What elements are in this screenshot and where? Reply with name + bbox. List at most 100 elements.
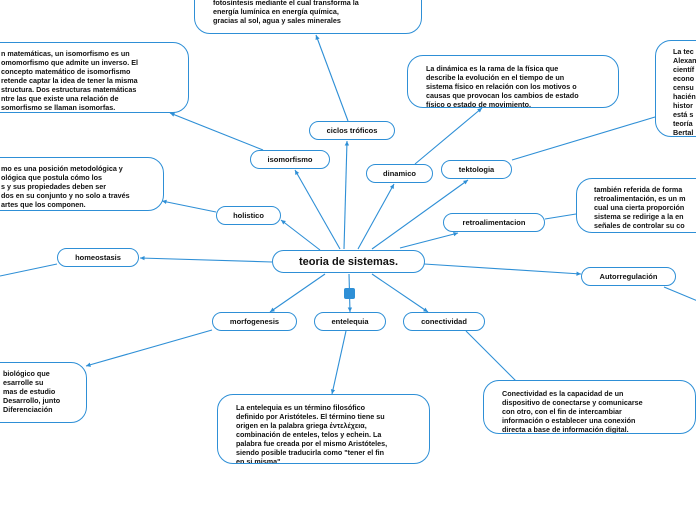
note-line: científ: [673, 65, 695, 74]
edge-ciclos: [343, 140, 348, 250]
edge-note-dinamica: [414, 107, 483, 165]
edge-note-holistico: [161, 200, 217, 213]
note-fotosintesis[interactable]: productor la obtiene a través del proces…: [194, 0, 422, 34]
arrow-autorreg: [576, 271, 581, 276]
note-line: teoría: [673, 119, 693, 128]
arrow-dinamico: [389, 184, 394, 189]
node-conectividad-label: conectividad: [421, 317, 467, 326]
arrow-ciclos: [344, 141, 350, 146]
arrow-homeostasis: [140, 255, 145, 261]
note-line: describe la evolución en el tiempo de un: [426, 73, 565, 82]
node-dinamico-label: dinamico: [383, 169, 416, 178]
note-line: hacién: [673, 92, 696, 101]
note-line: señales de controlar su co: [594, 221, 685, 230]
arrow-note-dinamica: [477, 108, 482, 113]
note-line: combinación de enteles, telos y echein. …: [236, 430, 382, 439]
edge-note-retro: [544, 213, 577, 220]
note-line: Bertal: [673, 128, 694, 137]
note-line: omomorfismo que admite un inverso. El: [1, 58, 138, 67]
note-line: también referida de forma: [594, 185, 683, 194]
note-line: mo es una posición metodológica y: [1, 164, 123, 173]
edge-note-tektologia: [511, 116, 656, 161]
note-line: ntre las que existe una relación de: [1, 94, 119, 103]
note-line: Diferenciación: [3, 405, 53, 414]
note-line: en si misma": [236, 457, 281, 464]
note-line: causas que provocan los cambios de estad…: [426, 91, 579, 100]
note-line: retroalimentación, es un m: [594, 194, 686, 203]
edge-morfo: [269, 273, 326, 313]
add-handle[interactable]: [344, 288, 355, 299]
arrow-note-morfo: [86, 362, 91, 367]
node-retroalimentacion[interactable]: retroalimentacion: [443, 213, 545, 232]
note-line: físico o estado de movimiento.: [426, 100, 532, 108]
note-line: La dinámica es la rama de la física que: [426, 64, 559, 73]
note-line: energía lumínica en energía química,: [213, 7, 339, 16]
note-line: histor: [673, 101, 693, 110]
root-node[interactable]: teoria de sistemas.: [272, 250, 425, 273]
edge-note-homeostasis: [0, 263, 58, 277]
node-autorregulacion[interactable]: Autorregulación: [581, 267, 676, 286]
node-morfogenesis[interactable]: morfogenesis: [212, 312, 297, 331]
note-line: Alexan: [673, 56, 696, 65]
node-entelequia[interactable]: entelequia: [314, 312, 386, 331]
note-line: definido por Aristóteles. El término tie…: [236, 412, 385, 421]
note-line: está s: [673, 110, 694, 119]
edge-note-fotosintesis: [315, 34, 349, 122]
note-line: s y sus propiedades deben ser: [1, 182, 107, 191]
note-line: mas de estudio: [3, 387, 56, 396]
node-morfogenesis-label: morfogenesis: [229, 317, 280, 326]
arrow-note-fotosintesis: [315, 35, 320, 40]
note-line: concepto matemático de isomorfismo: [1, 67, 131, 76]
node-ciclos-troficos[interactable]: ciclos tróficos: [309, 121, 395, 140]
arrow-note-holistico: [162, 199, 167, 205]
note-line: palabra fue creada por el mismo Aristóte…: [236, 439, 388, 448]
note-line: biológico que: [3, 369, 50, 378]
note-line: n matemáticas, un isomorfismo es un: [1, 49, 130, 58]
edge-note-conectividad: [465, 330, 517, 382]
edge-dinamico: [357, 183, 395, 250]
note-line: structura. Dos estructuras matemáticas: [1, 85, 137, 94]
arrow-retro: [453, 232, 458, 237]
node-autorregulacion-label: Autorregulación: [599, 272, 658, 281]
node-isomorfismo[interactable]: isomorfismo: [250, 150, 330, 169]
node-homeostasis[interactable]: homeostasis: [57, 248, 139, 267]
edge-holistico: [280, 219, 321, 251]
node-tektologia[interactable]: tektologia: [441, 160, 512, 179]
node-holistico[interactable]: holistico: [216, 206, 281, 225]
note-line: con otro, con el fin de intercambiar: [502, 407, 622, 416]
edge-note-entelequia: [331, 330, 347, 395]
node-ciclos-troficos-label: ciclos tróficos: [326, 126, 378, 135]
edge-isomorfismo: [294, 169, 341, 250]
arrow-isomorfismo: [295, 170, 300, 175]
note-line: artes que los componen.: [1, 200, 86, 209]
note-line: esarrolle su: [3, 378, 44, 387]
edge-conectividad: [371, 273, 429, 313]
arrow-note-isomorfismo: [170, 112, 175, 117]
note-line: directa a base de información digital.: [502, 425, 629, 434]
node-dinamico[interactable]: dinamico: [366, 164, 433, 183]
edge-homeostasis: [139, 257, 273, 263]
node-conectividad[interactable]: conectividad: [403, 312, 485, 331]
node-retroalimentacion-label: retroalimentacion: [462, 218, 526, 227]
edge-retro: [399, 232, 459, 249]
edge-note-isomorfismo: [169, 112, 264, 151]
edge-note-morfo: [85, 329, 213, 367]
note-line: siendo posible traducirla como "tener el…: [236, 448, 384, 457]
note-line: Desarrollo, junto: [3, 396, 61, 405]
note-line: sistema físico en relación con los motiv…: [426, 82, 577, 91]
node-holistico-label: holistico: [233, 211, 264, 220]
node-homeostasis-label: homeostasis: [75, 253, 121, 262]
node-isomorfismo-label: isomorfismo: [267, 155, 313, 164]
note-line: Conectividad es la capacidad de un: [502, 389, 624, 398]
node-tektologia-label: tektologia: [458, 165, 495, 174]
arrow-conectividad: [423, 307, 428, 312]
